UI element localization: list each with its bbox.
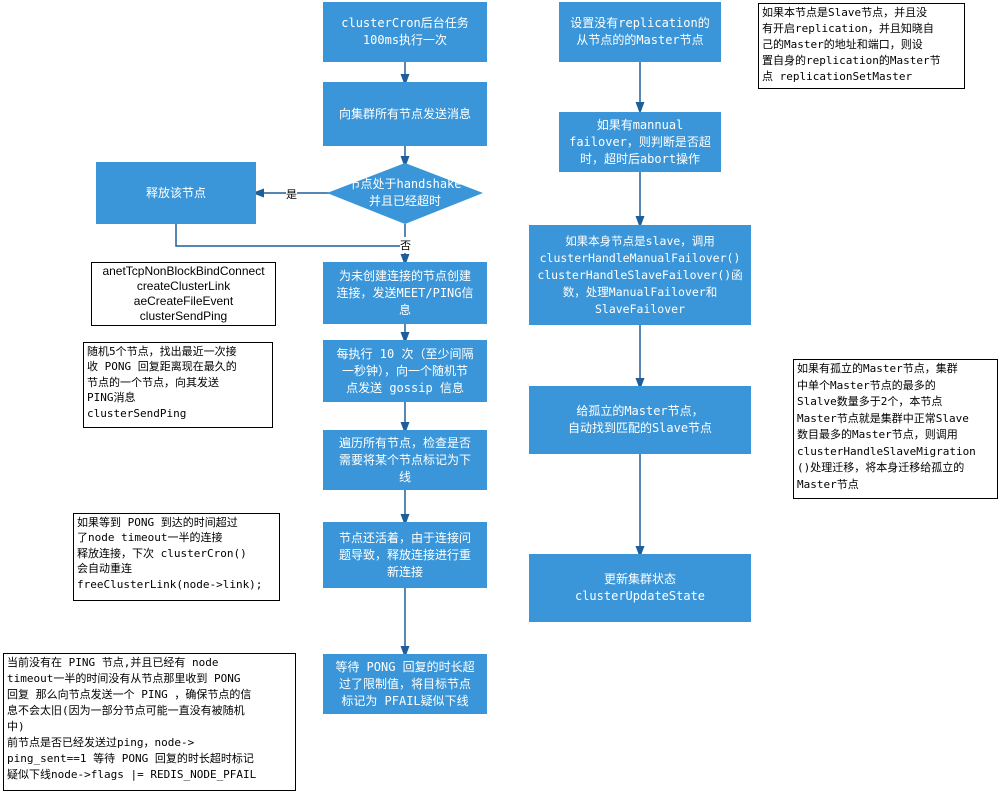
note-line: 前节点是否已经发送过ping，node-> [7,736,195,749]
orphan-master-box: 给孤立的Master节点， 自动找到匹配的Slave节点 [529,386,751,454]
note-line: 有开启replication，并且知晓自 [762,22,934,35]
send-all-nodes-box: 向集群所有节点发送消息 [323,82,487,146]
create-link-line: 为未创建连接的节点创建 [338,268,471,283]
release-node-box: 释放该节点 [96,162,256,224]
set-master-line: 从节点的的Master节点 [576,33,704,47]
note-line: 息不会太旧(因为一部分节点可能一直没有被随机 [7,704,245,717]
manual-failover-line: failover，则判断是否超 [569,134,711,149]
traverse-box: 遍历所有节点，检查是否需要将某个节点标记为下线 [323,430,487,490]
traverse-line: 需要将某个节点标记为下 [338,452,471,467]
note-line: 如果本节点是Slave节点，并且没 [762,6,928,19]
note-line: clusterHandleSlaveMigration [797,444,976,458]
start-line-2: 100ms执行一次 [362,33,448,47]
note-line: 如果等到 PONG 到达的时间超过 [77,516,238,529]
gossip-line: 一秒钟），向一个随机节 [341,363,468,378]
note-line: 疑似下线node->flags |= REDIS_NODE_PFAIL [7,768,257,781]
note-line: 释放连接，下次 clusterCron() [77,546,247,560]
traverse-line: 遍历所有节点，检查是否 [338,435,471,450]
slave-handle-line: clusterHandleSlaveFailover()函 [537,267,743,282]
note-line: ping_sent==1 等待 PONG 回复的时长超时标记 [7,752,254,765]
decision-diamond [327,163,483,224]
create-link-line: 息 [398,302,411,317]
reconnect-line: 节点还活着，由于连接问 [338,530,471,545]
start-cluster-cron-box: clusterCron后台任务 100ms执行一次 [323,2,487,62]
note-line: clusterSendPing [87,406,187,420]
yes-label: 是 [286,186,297,202]
gossip-line: 点发送 gossip 信息 [346,380,464,395]
manual-failover-line: 时，超时后abort操作 [579,151,701,166]
slave-handle-line: SlaveFailover [594,301,685,316]
decision-text: 节点处于handshake 并且已经超时 [327,176,483,210]
send-all-text: 向集群所有节点发送消息 [338,106,471,121]
note-line: anetTcpNonBlockBindConnect [102,264,265,278]
create-link-box: 为未创建连接的节点创建连接，发送MEET/PING信息 [323,262,487,324]
slave-handle-line: clusterHandleManualFailover() [539,250,741,265]
note-ping-check: 当前没有在 PING 节点,并且已经有 node timeout一半的时间没有从… [3,653,296,791]
update-state-line: clusterUpdateState [574,589,706,603]
note-random-ping: 随机5个节点，找出最近一次接 收 PONG 回复距离现在最久的 节点的一个节点，… [83,342,273,428]
note-line: PING消息 [87,391,136,405]
note-orphan-master: 如果有孤立的Master节点，集群 中单个Master节点的最多的 Slalve… [793,359,998,499]
orphan-line: 自动找到匹配的Slave节点 [567,421,713,435]
update-state-box: 更新集群状态 clusterUpdateState [529,554,751,622]
note-line: 数目最多的Master节点，则调用 [797,428,958,441]
note-line: 如果有孤立的Master节点，集群 [797,362,958,375]
note-line: Master节点就是集群中正常Slave [797,411,969,425]
gossip-box: 每执行 10 次（至少间隔一秒钟），向一个随机节点发送 gossip 信息 [323,340,487,402]
note-line: 会自动重连 [77,562,132,576]
note-line: 了node timeout一半的连接 [77,531,223,545]
reconnect-line: 题导致，释放连接进行重 [338,547,471,562]
decision-line-2: 并且已经超时 [368,194,441,208]
note-line: 回复 那么向节点发送一个 PING ，确保节点的信 [7,688,252,701]
pfail-line: 标记为 PFAIL疑似下线 [341,693,469,708]
slave-handle-line: 如果本身节点是slave，调用 [565,233,715,248]
note-line: 收 PONG 回复距离现在最久的 [87,360,237,374]
arrow-release-merge [175,224,405,247]
note-line: freeClusterLink(node->link); [77,577,263,591]
note-line: 中单个Master节点的最多的 [797,378,936,392]
pfail-line: 等待 PONG 回复的时长超 [335,659,475,674]
set-master-line: 设置没有replication的 [570,16,710,30]
note-line: aeCreateFileEvent [133,294,234,308]
manual-failover-line: 如果有mannual [596,117,684,132]
note-line: Slalve数量多于2个，本节点 [797,395,943,408]
note-line: Master节点 [797,477,859,491]
manual-failover-box: 如果有mannual failover，则判断是否超时，超时后abort操作 [559,112,721,172]
update-state-line: 更新集群状态 [603,572,676,586]
gossip-line: 每执行 10 次（至少间隔 [336,346,474,361]
note-line: 己的Master的地址和端口，则设 [762,38,923,51]
note-slave-replication: 如果本节点是Slave节点，并且没 有开启replication，并且知晓自 己… [758,3,965,89]
set-master-box: 设置没有replication的从节点的的Master节点 [559,2,721,62]
note-line: 随机5个节点，找出最近一次接 [87,345,237,358]
create-link-line: 连接，发送MEET/PING信 [336,285,474,300]
start-line-1: clusterCron后台任务 [341,16,469,30]
reconnect-box: 节点还活着，由于连接问题导致，释放连接进行重新连接 [323,522,487,588]
note-line: 中) [7,720,25,733]
note-link-functions: anetTcpNonBlockBindConnect createCluster… [91,262,276,326]
slave-handle-box: 如果本身节点是slave，调用 clusterHandleManualFailov… [529,225,751,325]
note-pong-timeout: 如果等到 PONG 到达的时间超过 了node timeout一半的连接 释放连… [73,513,280,601]
traverse-line: 线 [398,469,411,484]
note-line: timeout一半的时间没有从节点那里收到 PONG [7,672,241,685]
pfail-box: 等待 PONG 回复的时长超过了限制值，将目标节点标记为 PFAIL疑似下线 [323,654,487,714]
release-node-text: 释放该节点 [145,185,206,200]
slave-handle-line: 数，处理ManualFailover和 [562,284,718,299]
note-line: 置自身的replication的Master节 [762,54,941,67]
reconnect-line: 新连接 [386,564,423,579]
no-label: 否 [400,237,411,253]
orphan-line: 给孤立的Master节点， [576,404,704,418]
note-line: ()处理迁移，将本身迁移给孤立的 [797,461,965,474]
note-line: 点 replicationSetMaster [762,70,913,83]
decision-line-1: 节点处于handshake [348,177,462,191]
note-line: clusterSendPing [139,309,228,323]
note-line: 当前没有在 PING 节点,并且已经有 node [7,656,219,669]
pfail-line: 过了限制值，将目标节点 [338,676,471,691]
note-line: 节点的一个节点，向其发送 [87,375,219,389]
note-line: createClusterLink [136,279,231,293]
